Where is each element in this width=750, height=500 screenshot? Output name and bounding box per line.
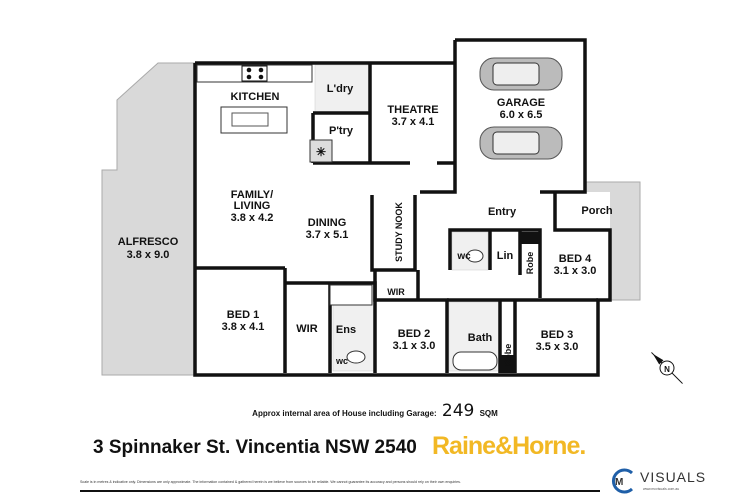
wir-label: WIR xyxy=(296,323,317,335)
sink-icon xyxy=(231,112,269,127)
bath-label: Bath xyxy=(468,332,493,344)
fridge-icon xyxy=(309,139,333,163)
alfresco-area xyxy=(101,62,196,376)
svg-text:M: M xyxy=(615,477,623,488)
logo-name: VISUALS xyxy=(640,469,707,485)
theatre-size: 3.7 x 4.1 xyxy=(392,116,435,128)
car-icon xyxy=(479,57,563,91)
family-size: 3.8 x 4.2 xyxy=(231,212,274,224)
disclaimer: Scale is in metres & indicative only. Di… xyxy=(80,480,461,484)
kitchen-label: KITCHEN xyxy=(231,91,280,103)
alfresco-label: ALFRESCO xyxy=(118,236,179,248)
area-value: 249 xyxy=(441,401,475,421)
property-address: 3 Spinnaker St. Vincentia NSW 2540 xyxy=(93,437,417,458)
entry-label: Entry xyxy=(488,206,517,218)
visuals-logo: M VISUALS www.mcvisuals.com.au xyxy=(610,465,750,497)
alfresco-size: 3.8 x 9.0 xyxy=(127,249,170,261)
ensuite-label: Ens xyxy=(336,324,356,336)
bed1-label: BED 1 xyxy=(227,309,259,321)
divider xyxy=(80,490,600,492)
family-label-1: FAMILY/ xyxy=(231,189,273,201)
compass-icon: N xyxy=(651,352,683,384)
bed4-size: 3.1 x 3.0 xyxy=(554,265,597,277)
wir-label: WIR xyxy=(387,287,405,297)
bathtub-icon xyxy=(452,351,498,371)
toilet-icon xyxy=(466,249,484,263)
family-label-2: LIVING xyxy=(234,200,271,212)
bed4-label: BED 4 xyxy=(559,253,592,265)
laundry-label: L'dry xyxy=(327,83,354,95)
theatre-label: THEATRE xyxy=(387,104,438,116)
svg-text:✳: ✳ xyxy=(316,145,326,159)
dining-label: DINING xyxy=(308,217,347,229)
cooktop xyxy=(241,65,268,82)
bed3-size: 3.5 x 3.0 xyxy=(536,341,579,353)
shower-icon xyxy=(329,284,373,306)
area-label: Approx internal area of House including … xyxy=(252,409,437,418)
wc-label: wc xyxy=(456,251,471,262)
compass-label: N xyxy=(664,365,670,374)
porch-label: Porch xyxy=(581,205,612,217)
garage-label: GARAGE xyxy=(497,97,545,109)
linen-label: Lin xyxy=(497,250,514,262)
toilet-icon xyxy=(346,350,366,364)
mc-logo-icon: M xyxy=(612,468,634,494)
area-unit: SQM xyxy=(479,409,498,418)
bed2-size: 3.1 x 3.0 xyxy=(393,340,436,352)
dining-size: 3.7 x 5.1 xyxy=(306,229,349,241)
logo-url: www.mcvisuals.com.au xyxy=(643,487,680,491)
pantry-label: P'try xyxy=(329,125,354,137)
car-icon xyxy=(479,126,563,160)
brand-logo: Raine&Horne. xyxy=(432,432,586,460)
robe-label: Robe xyxy=(525,252,535,275)
bed3-label: BED 3 xyxy=(541,329,573,341)
bed1-size: 3.8 x 4.1 xyxy=(222,321,265,333)
bed2-label: BED 2 xyxy=(398,328,430,340)
robe-label: Robe xyxy=(503,344,513,367)
area-summary: Approx internal area of House including … xyxy=(0,401,750,421)
study-nook-label: STUDY NOOK xyxy=(394,202,404,262)
floor-plan: ✳ ALFRESCO 3.8 x 9.0 KITCHEN L'dry P'try… xyxy=(101,38,683,384)
garage-size: 6.0 x 6.5 xyxy=(500,109,543,121)
ensuite-wc-label: wc xyxy=(335,356,348,366)
walls xyxy=(193,38,612,377)
